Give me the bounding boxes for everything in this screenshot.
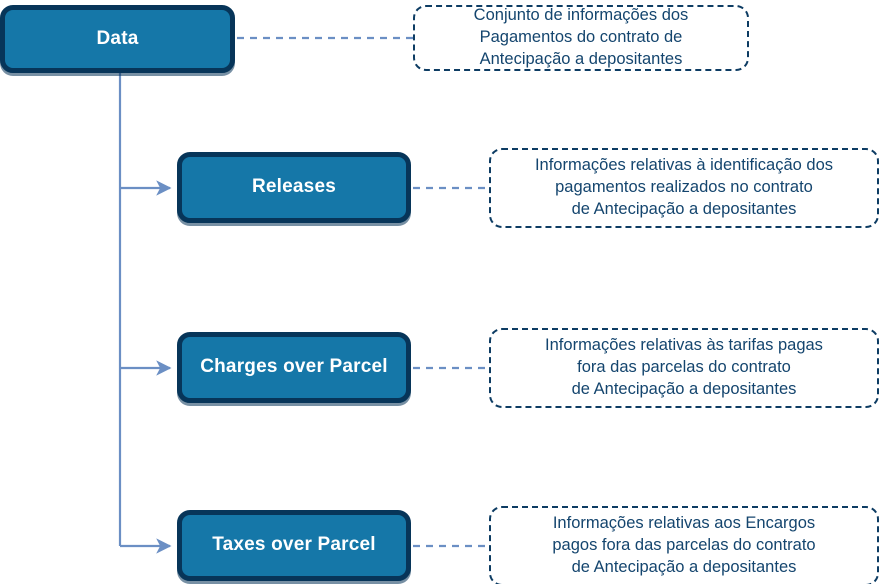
node-label-charges-over-parcel: Charges over Parcel: [200, 356, 388, 378]
note-text-charges-over-parcel: Informações relativas às tarifas pagas f…: [545, 336, 823, 398]
note-data: Conjunto de informações dos Pagamentos d…: [413, 5, 749, 71]
node-data[interactable]: Data: [0, 5, 235, 73]
note-taxes-over-parcel: Informações relativas aos Encargos pagos…: [489, 506, 879, 584]
node-charges-over-parcel[interactable]: Charges over Parcel: [177, 332, 411, 403]
note-charges-over-parcel: Informações relativas às tarifas pagas f…: [489, 328, 879, 408]
node-label-taxes-over-parcel: Taxes over Parcel: [212, 534, 376, 556]
node-releases[interactable]: Releases: [177, 152, 411, 223]
node-label-releases: Releases: [251, 176, 336, 198]
node-taxes-over-parcel[interactable]: Taxes over Parcel: [177, 510, 411, 581]
note-releases: Informações relativas à identificação do…: [489, 148, 879, 228]
note-text-data: Conjunto de informações dos Pagamentos d…: [473, 6, 689, 68]
node-label-data: Data: [96, 27, 139, 49]
note-text-releases: Informações relativas à identificação do…: [534, 156, 834, 218]
note-text-taxes-over-parcel: Informações relativas aos Encargos pagos…: [552, 514, 816, 576]
